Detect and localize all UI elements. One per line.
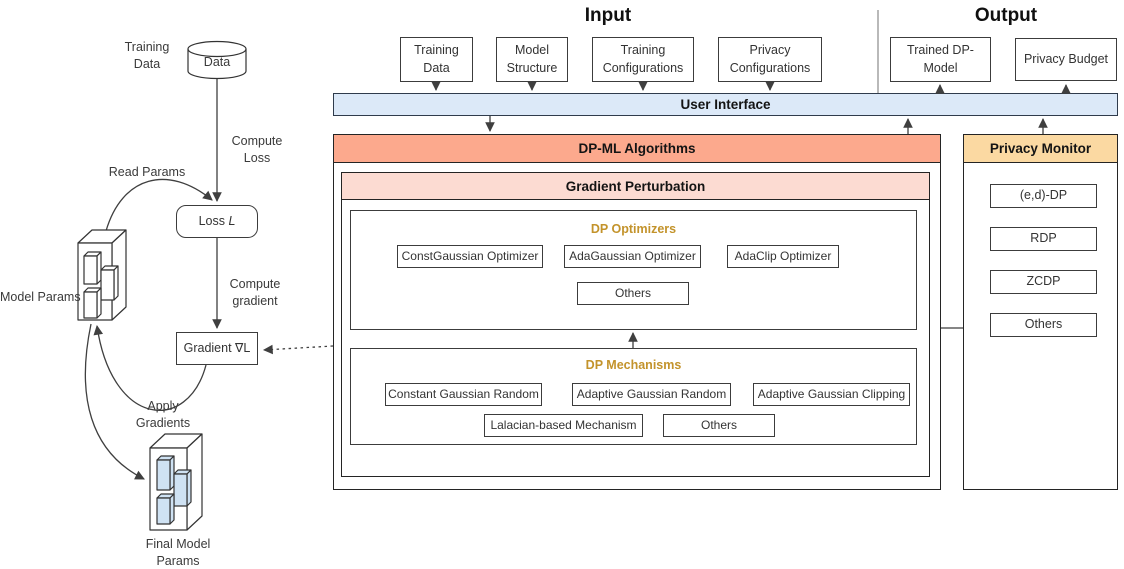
mechanism-adaptive-gaussian-random: Adaptive Gaussian Random xyxy=(572,383,731,406)
loss-node: Loss L xyxy=(176,205,258,238)
dp-mechanisms-title: DP Mechanisms xyxy=(585,358,682,372)
arrow-to-final-model xyxy=(84,323,145,480)
loss-node-var: L xyxy=(228,213,236,228)
optimizer-others: Others xyxy=(577,282,689,305)
apply-gradients-label: Apply Gradients xyxy=(135,399,191,430)
mechanism-adaptive-gaussian-clipping: Adaptive Gaussian Clipping xyxy=(753,383,910,406)
privacy-monitor-header: Privacy Monitor xyxy=(963,134,1118,163)
arrow-apply-gradients xyxy=(93,324,207,411)
privacy-monitor-title: Privacy Monitor xyxy=(989,141,1092,156)
gradient-node-text: Gradient xyxy=(183,340,232,355)
optimizer-adagaussian: AdaGaussian Optimizer xyxy=(564,245,701,268)
privacy-item-others: Others xyxy=(990,313,1097,337)
mechanism-constant-gaussian-random: Constant Gaussian Random xyxy=(385,383,542,406)
input-section-title: Input xyxy=(584,5,632,26)
dp-optimizers-title: DP Optimizers xyxy=(590,222,677,236)
arrow-mechanism-to-gradient-dotted xyxy=(262,344,334,355)
final-model-params-icon xyxy=(149,433,203,531)
user-interface-label: User Interface xyxy=(680,97,771,112)
read-params-label: Read Params xyxy=(108,165,186,179)
output-box-privacy-budget: Privacy Budget xyxy=(1015,38,1117,81)
dpml-algorithms-title: DP-ML Algorithms xyxy=(578,141,696,156)
gradient-node: Gradient ∇L xyxy=(176,332,258,365)
privacy-item-ed-dp: (e,d)-DP xyxy=(990,184,1097,208)
model-params-icon xyxy=(77,229,127,321)
loss-node-text: Loss xyxy=(198,213,225,228)
compute-loss-label: Compute Loss xyxy=(231,134,283,165)
input-box-model-structure: Model Structure xyxy=(496,37,568,82)
database-cylinder-icon xyxy=(187,40,247,80)
input-box-training-data: Training Data xyxy=(400,37,473,82)
user-interface-bar: User Interface xyxy=(333,93,1118,116)
gradient-node-var: ∇L xyxy=(235,340,251,355)
input-box-training-configurations: Training Configurations xyxy=(592,37,694,82)
output-section-title: Output xyxy=(974,5,1038,26)
gradient-perturbation-title: Gradient Perturbation xyxy=(565,178,706,194)
gradient-perturbation-header: Gradient Perturbation xyxy=(341,172,930,200)
arrow-read-params xyxy=(105,178,213,232)
datastore-label: Data xyxy=(203,55,231,69)
optimizer-adaclip: AdaClip Optimizer xyxy=(727,245,839,268)
privacy-item-rdp: RDP xyxy=(990,227,1097,251)
compute-gradient-label: Compute gradient xyxy=(229,277,281,308)
dpml-algorithms-header: DP-ML Algorithms xyxy=(333,134,941,163)
mechanism-others: Others xyxy=(663,414,775,437)
training-data-label: Training Data xyxy=(124,40,170,71)
dp-optimizers-frame xyxy=(350,210,917,330)
mechanism-lalacian-based: Lalacian-based Mechanism xyxy=(484,414,643,437)
final-model-params-label: Final Model Params xyxy=(145,537,211,568)
model-params-label: Model Params xyxy=(0,290,81,304)
input-box-privacy-configurations: Privacy Configurations xyxy=(718,37,822,82)
output-box-trained-dp-model: Trained DP-Model xyxy=(890,37,991,82)
optimizer-constgaussian: ConstGaussian Optimizer xyxy=(397,245,543,268)
privacy-item-zcdp: ZCDP xyxy=(990,270,1097,294)
